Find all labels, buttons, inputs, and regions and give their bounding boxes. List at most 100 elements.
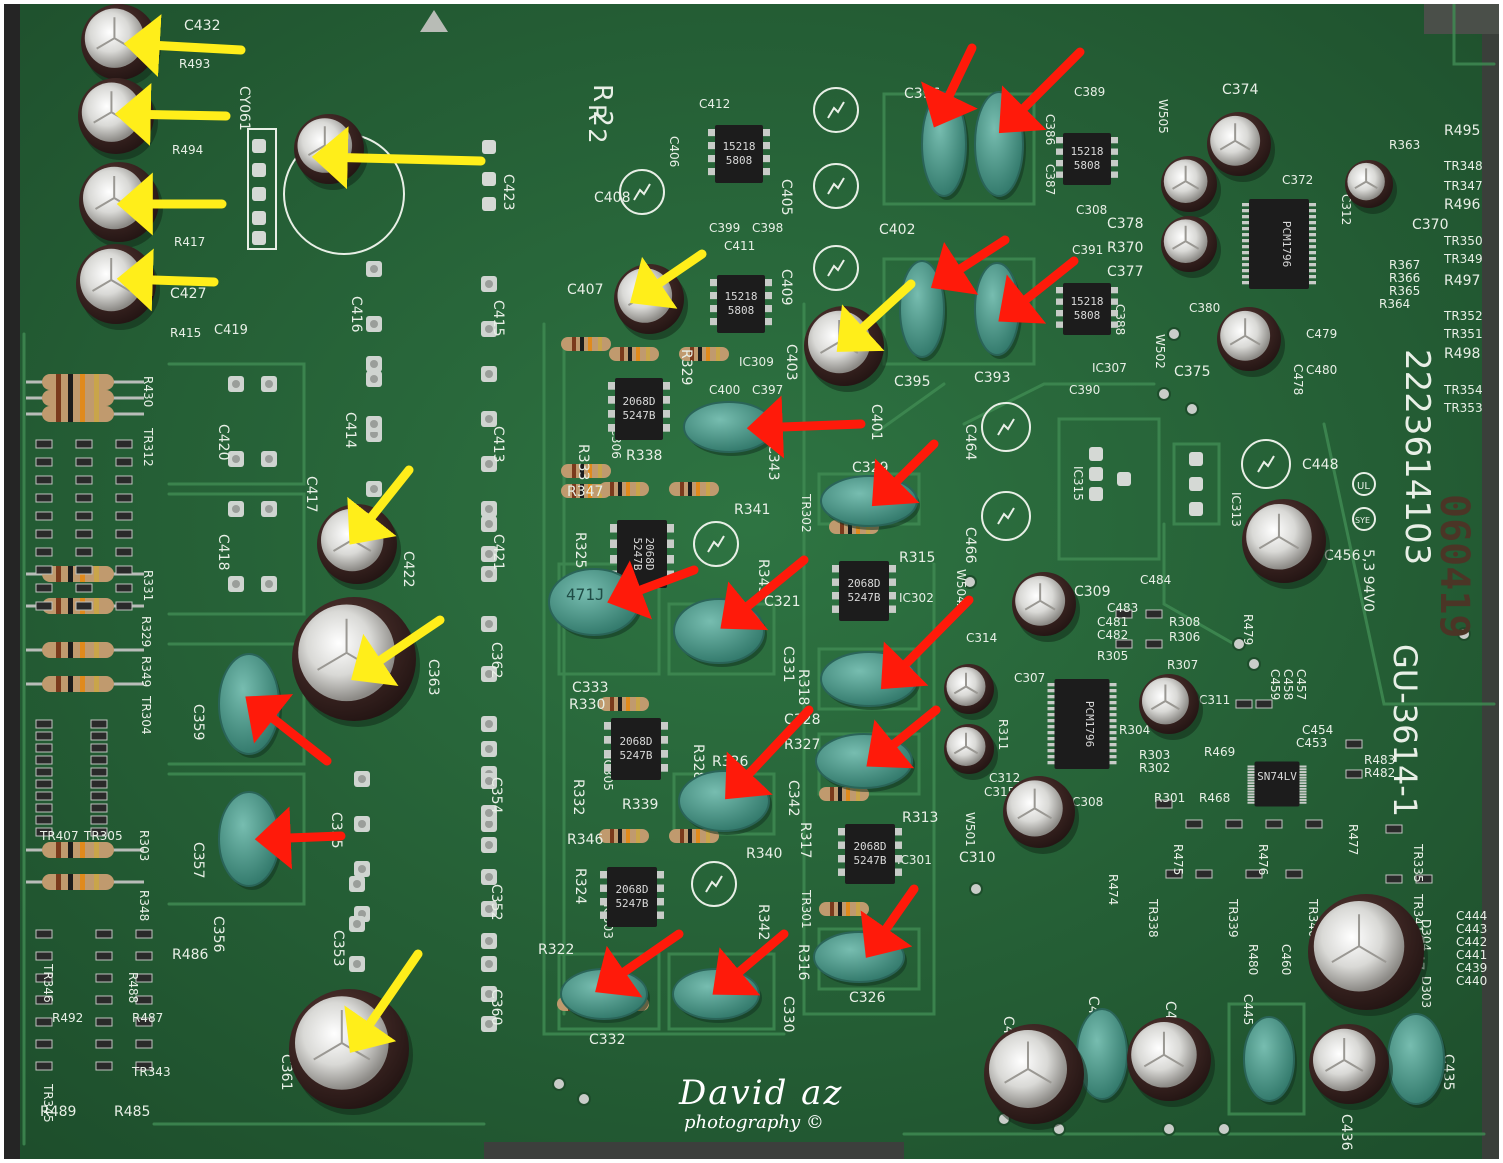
ic-pin bbox=[1298, 801, 1307, 804]
ic-pin bbox=[710, 305, 718, 313]
resistor-band bbox=[572, 464, 576, 478]
watermark-name: David az bbox=[678, 1073, 843, 1113]
electrolytic-capacitor bbox=[1242, 499, 1330, 589]
ic-pin bbox=[610, 539, 618, 549]
silkscreen-label: IC301 bbox=[897, 853, 932, 867]
smd-component bbox=[35, 529, 53, 539]
annotation-arrow bbox=[725, 705, 814, 800]
ic-marking: 2068D bbox=[847, 577, 880, 590]
solder-pad-hole bbox=[265, 380, 273, 388]
ic-pin bbox=[1242, 239, 1250, 243]
silkscreen-label: C386 bbox=[1043, 114, 1057, 145]
silkscreen-label: C397 bbox=[752, 383, 783, 397]
smd-component bbox=[75, 583, 93, 593]
smd-component bbox=[115, 547, 133, 557]
resistor-body bbox=[599, 482, 649, 496]
ic-pin bbox=[1242, 281, 1250, 285]
ic-marking: 5808 bbox=[728, 304, 755, 317]
smd-component bbox=[35, 475, 53, 485]
ic-pin bbox=[1242, 269, 1250, 273]
resistor-band bbox=[80, 842, 85, 858]
ic-marking: 5247B bbox=[619, 749, 652, 762]
electrolytic-capacitor bbox=[1139, 674, 1203, 740]
solder-pad-hole bbox=[485, 841, 493, 849]
capacitor-vent bbox=[1172, 165, 1200, 190]
solder-pad-hole bbox=[485, 777, 493, 785]
ic-marking: 5247B bbox=[631, 537, 644, 570]
smd-component bbox=[35, 719, 53, 729]
ic-pin bbox=[1242, 263, 1250, 267]
capacitor-vent bbox=[1172, 225, 1200, 250]
capacitor-vent bbox=[953, 672, 979, 695]
ic-pin bbox=[1247, 785, 1256, 787]
ic-pin bbox=[662, 424, 670, 432]
zener-symbol bbox=[633, 183, 651, 201]
electrolytic-capacitor bbox=[1012, 572, 1080, 642]
via bbox=[1157, 387, 1171, 401]
copper-traces bbox=[22, 4, 1496, 1146]
smd-component bbox=[1265, 819, 1283, 829]
silkscreen-label: R331 bbox=[141, 570, 155, 601]
silkscreen-label: C332 bbox=[589, 1032, 626, 1048]
ic-pin bbox=[604, 764, 612, 772]
silkscreen-label: C356 bbox=[210, 916, 226, 953]
resistor-band bbox=[838, 787, 842, 801]
smd-component bbox=[1145, 639, 1163, 649]
resistor-band bbox=[706, 347, 710, 361]
ic-pin bbox=[1047, 725, 1056, 729]
solder-pad bbox=[482, 172, 496, 186]
silkscreen-label: C374 bbox=[1222, 82, 1259, 98]
smd-component bbox=[35, 439, 53, 449]
silkscreen-label: C408 bbox=[594, 190, 631, 206]
ic-body bbox=[1249, 199, 1309, 289]
ic-pin bbox=[1110, 298, 1118, 305]
smd-component bbox=[135, 929, 153, 939]
capacitor-vent bbox=[1219, 123, 1251, 151]
smd-component bbox=[35, 743, 53, 753]
ic-pin bbox=[1247, 768, 1256, 771]
ic-pin bbox=[656, 911, 664, 919]
ic-pin bbox=[1242, 215, 1250, 219]
silkscreen-label: TR350 bbox=[1443, 234, 1483, 248]
smd-component bbox=[35, 731, 53, 741]
ic-pin bbox=[1298, 790, 1307, 793]
solder-pad-hole bbox=[370, 320, 378, 328]
part-number-text: 2223614103 bbox=[1397, 349, 1437, 565]
annotation-arrow bbox=[351, 615, 445, 687]
silkscreen-label: C310 bbox=[959, 850, 996, 866]
ic-pin bbox=[888, 592, 896, 600]
silkscreen-label: R326 bbox=[712, 754, 749, 770]
via bbox=[1247, 657, 1261, 671]
via bbox=[552, 1077, 566, 1091]
ic-pin bbox=[1308, 221, 1316, 225]
film-capacitor-body bbox=[560, 968, 648, 1020]
solder-pad-hole bbox=[232, 505, 240, 513]
smd-component bbox=[35, 755, 53, 765]
silkscreen-label: C362 bbox=[488, 642, 504, 679]
silkscreen-label: C312 bbox=[989, 771, 1020, 785]
silkscreen-label: R497 bbox=[1444, 273, 1480, 289]
solder-pad bbox=[252, 231, 266, 245]
resistor-band bbox=[94, 566, 99, 582]
resistor-body bbox=[561, 337, 611, 351]
smd-component bbox=[1385, 824, 1403, 834]
ic-pin bbox=[832, 578, 840, 586]
resistor-band bbox=[626, 697, 630, 711]
capacitor-vent bbox=[1324, 1038, 1364, 1072]
smd-component bbox=[135, 1061, 153, 1071]
silkscreen-label: C483 bbox=[1107, 601, 1138, 615]
ic-marking: 2068D bbox=[622, 395, 655, 408]
silkscreen-label: C363 bbox=[425, 659, 441, 696]
silkscreen-label: C453 bbox=[1296, 736, 1327, 750]
smd-component bbox=[115, 583, 133, 593]
silkscreen-label: W505 bbox=[1156, 99, 1170, 134]
resistor-band bbox=[620, 347, 624, 361]
silkscreen-label: R305 bbox=[1097, 649, 1128, 663]
resistor-band bbox=[56, 842, 61, 858]
silkscreen-label: C444 bbox=[1456, 909, 1487, 923]
ic-pin bbox=[710, 292, 718, 300]
smd-component bbox=[1255, 699, 1273, 709]
ic-pin bbox=[1110, 160, 1118, 167]
ic-pin bbox=[1056, 310, 1064, 317]
